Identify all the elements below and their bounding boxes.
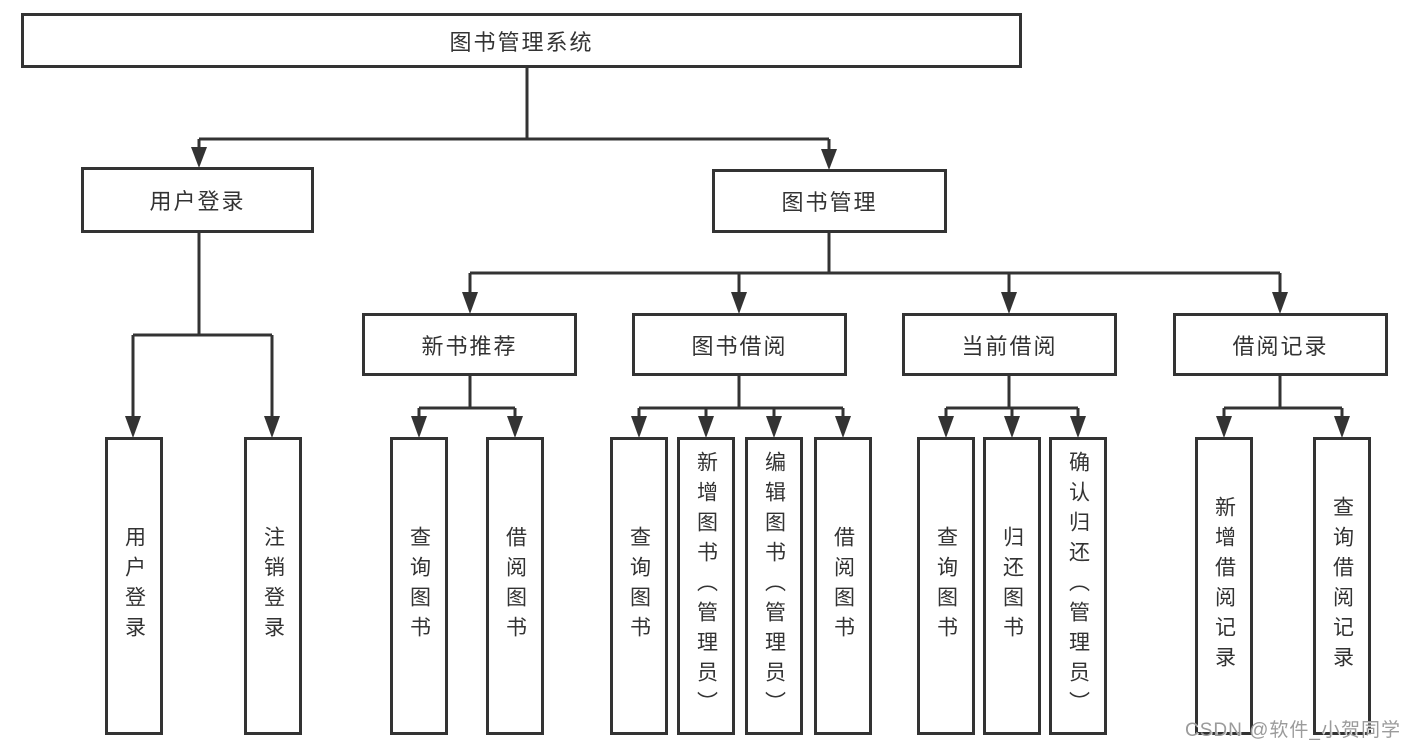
leaf-query-borrow-record: 查询借阅记录 (1313, 437, 1371, 735)
leaf-add-books-admin: 新增图书（管理员） (677, 437, 735, 735)
leaf-borrow-books-recommend: 借阅图书 (486, 437, 544, 735)
node-new-book-recommend: 新书推荐 (362, 313, 577, 376)
leaf-query-books-borrow: 查询图书 (610, 437, 668, 735)
node-user-login: 用户登录 (81, 167, 314, 233)
leaf-edit-books-admin: 编辑图书（管理员） (745, 437, 803, 735)
leaf-confirm-return-admin: 确认归还（管理员） (1049, 437, 1107, 735)
leaf-user-login: 用户登录 (105, 437, 163, 735)
csdn-watermark: CSDN @软件_小贺同学 (1185, 720, 1401, 741)
leaf-return-books: 归还图书 (983, 437, 1041, 735)
leaf-borrow-books: 借阅图书 (814, 437, 872, 735)
node-borrow-records: 借阅记录 (1173, 313, 1388, 376)
leaf-add-borrow-record: 新增借阅记录 (1195, 437, 1253, 735)
leaf-query-books-recommend: 查询图书 (390, 437, 448, 735)
leaf-logout: 注销登录 (244, 437, 302, 735)
node-book-management: 图书管理 (712, 169, 947, 233)
node-book-borrow: 图书借阅 (632, 313, 847, 376)
node-current-borrow: 当前借阅 (902, 313, 1117, 376)
node-library-management-system: 图书管理系统 (21, 13, 1022, 68)
arrowheads (125, 147, 1350, 438)
leaf-query-books-current: 查询图书 (917, 437, 975, 735)
